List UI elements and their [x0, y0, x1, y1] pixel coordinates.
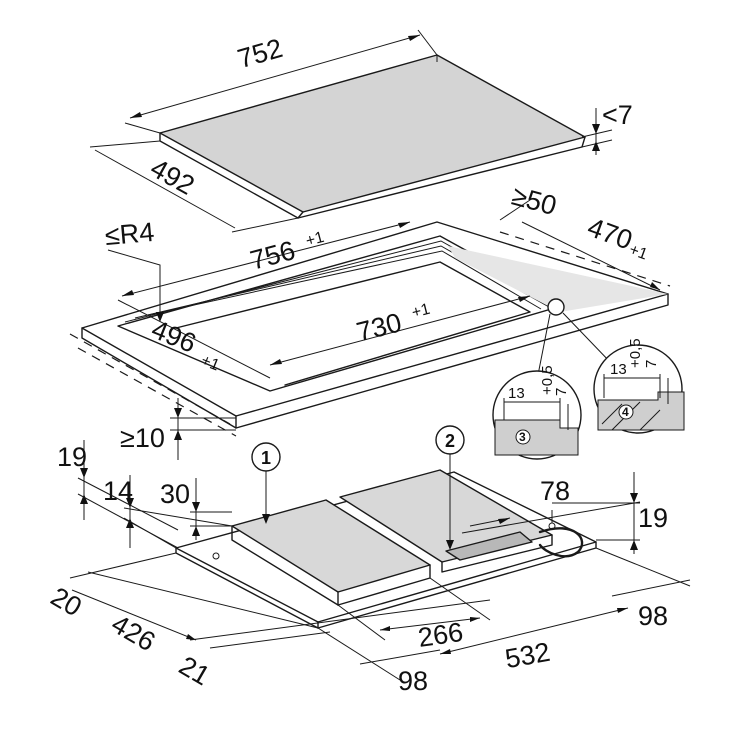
left-step-label: 14 — [103, 476, 133, 506]
rear-clearance-label: ≥50 — [509, 181, 560, 222]
glass-top — [159, 54, 586, 219]
module-width-label: 266 — [416, 617, 465, 653]
callout-2-label: 2 — [445, 431, 455, 451]
dim-left-depth: 30 — [160, 478, 232, 540]
dim-module-width: 266 — [337, 577, 491, 653]
glass-depth-label: 492 — [145, 153, 199, 201]
front-margin-label: 98 — [398, 666, 428, 696]
corner-radius-label: ≤R4 — [104, 217, 156, 251]
outer-width-tol: +1 — [304, 229, 326, 250]
front-offset-label: 20 — [46, 581, 87, 622]
dim-front-margin: 98 — [317, 627, 441, 696]
worktop-min-label: ≥10 — [120, 423, 165, 453]
outer-depth-tol: +1 — [627, 241, 650, 263]
detail-4-tol: +0,5 — [627, 338, 644, 368]
detail-3-depth: 7 — [553, 388, 570, 396]
left-depth-label: 30 — [160, 479, 190, 509]
left-height-label: 19 — [57, 442, 87, 472]
worktop — [81, 221, 669, 429]
dim-glass-thickness: <7 — [581, 100, 633, 155]
inner-depth-tol: +1 — [198, 352, 221, 375]
outer-depth-label: 470 — [584, 212, 637, 256]
glass-thickness-label: <7 — [602, 100, 633, 130]
detail-3-tol: +0,5 — [539, 365, 556, 395]
front-edge-label: 21 — [174, 650, 215, 691]
detail-3: 13 +0,5 7 3 — [492, 365, 582, 460]
detail-3-width: 13 — [508, 385, 525, 402]
glass-width-label: 752 — [234, 33, 286, 74]
right-offset-label: 78 — [540, 476, 570, 506]
depth-label: 426 — [106, 609, 160, 658]
dim-left-height: 19 — [57, 440, 179, 549]
dim-right-margin: 98 — [595, 547, 691, 631]
dim-depth: 426 — [71, 589, 197, 658]
callout-1-label: 1 — [261, 448, 271, 468]
callout-1: 1 — [251, 442, 281, 524]
callout-2: 2 — [435, 425, 465, 550]
right-margin-label: 98 — [638, 601, 668, 631]
detail-marker — [536, 298, 613, 381]
detail-3-marker: 3 — [519, 430, 526, 444]
dim-width: 532 — [439, 607, 629, 674]
inner-width-tol: +1 — [410, 301, 432, 322]
dim-worktop-min: ≥10 — [120, 398, 236, 460]
detail-4: 13 +0,5 7 4 — [593, 338, 685, 434]
worktop-extension-lines — [69, 231, 671, 437]
width-label: 532 — [503, 637, 553, 674]
dim-rear-clearance: ≥50 — [499, 181, 560, 222]
appliance-body — [175, 469, 597, 629]
detail-4-depth: 7 — [643, 360, 660, 368]
dim-cutout-inner-depth: 496 +1 — [117, 299, 271, 379]
right-height-label: 19 — [638, 503, 668, 533]
dim-corner-radius: ≤R4 — [104, 217, 164, 322]
detail-4-marker: 4 — [622, 405, 629, 419]
dim-left-step: 14 — [103, 475, 233, 549]
dim-right-height: 19 — [552, 472, 668, 554]
detail-4-width: 13 — [610, 361, 627, 378]
dim-right-offset: 78 — [461, 476, 641, 534]
